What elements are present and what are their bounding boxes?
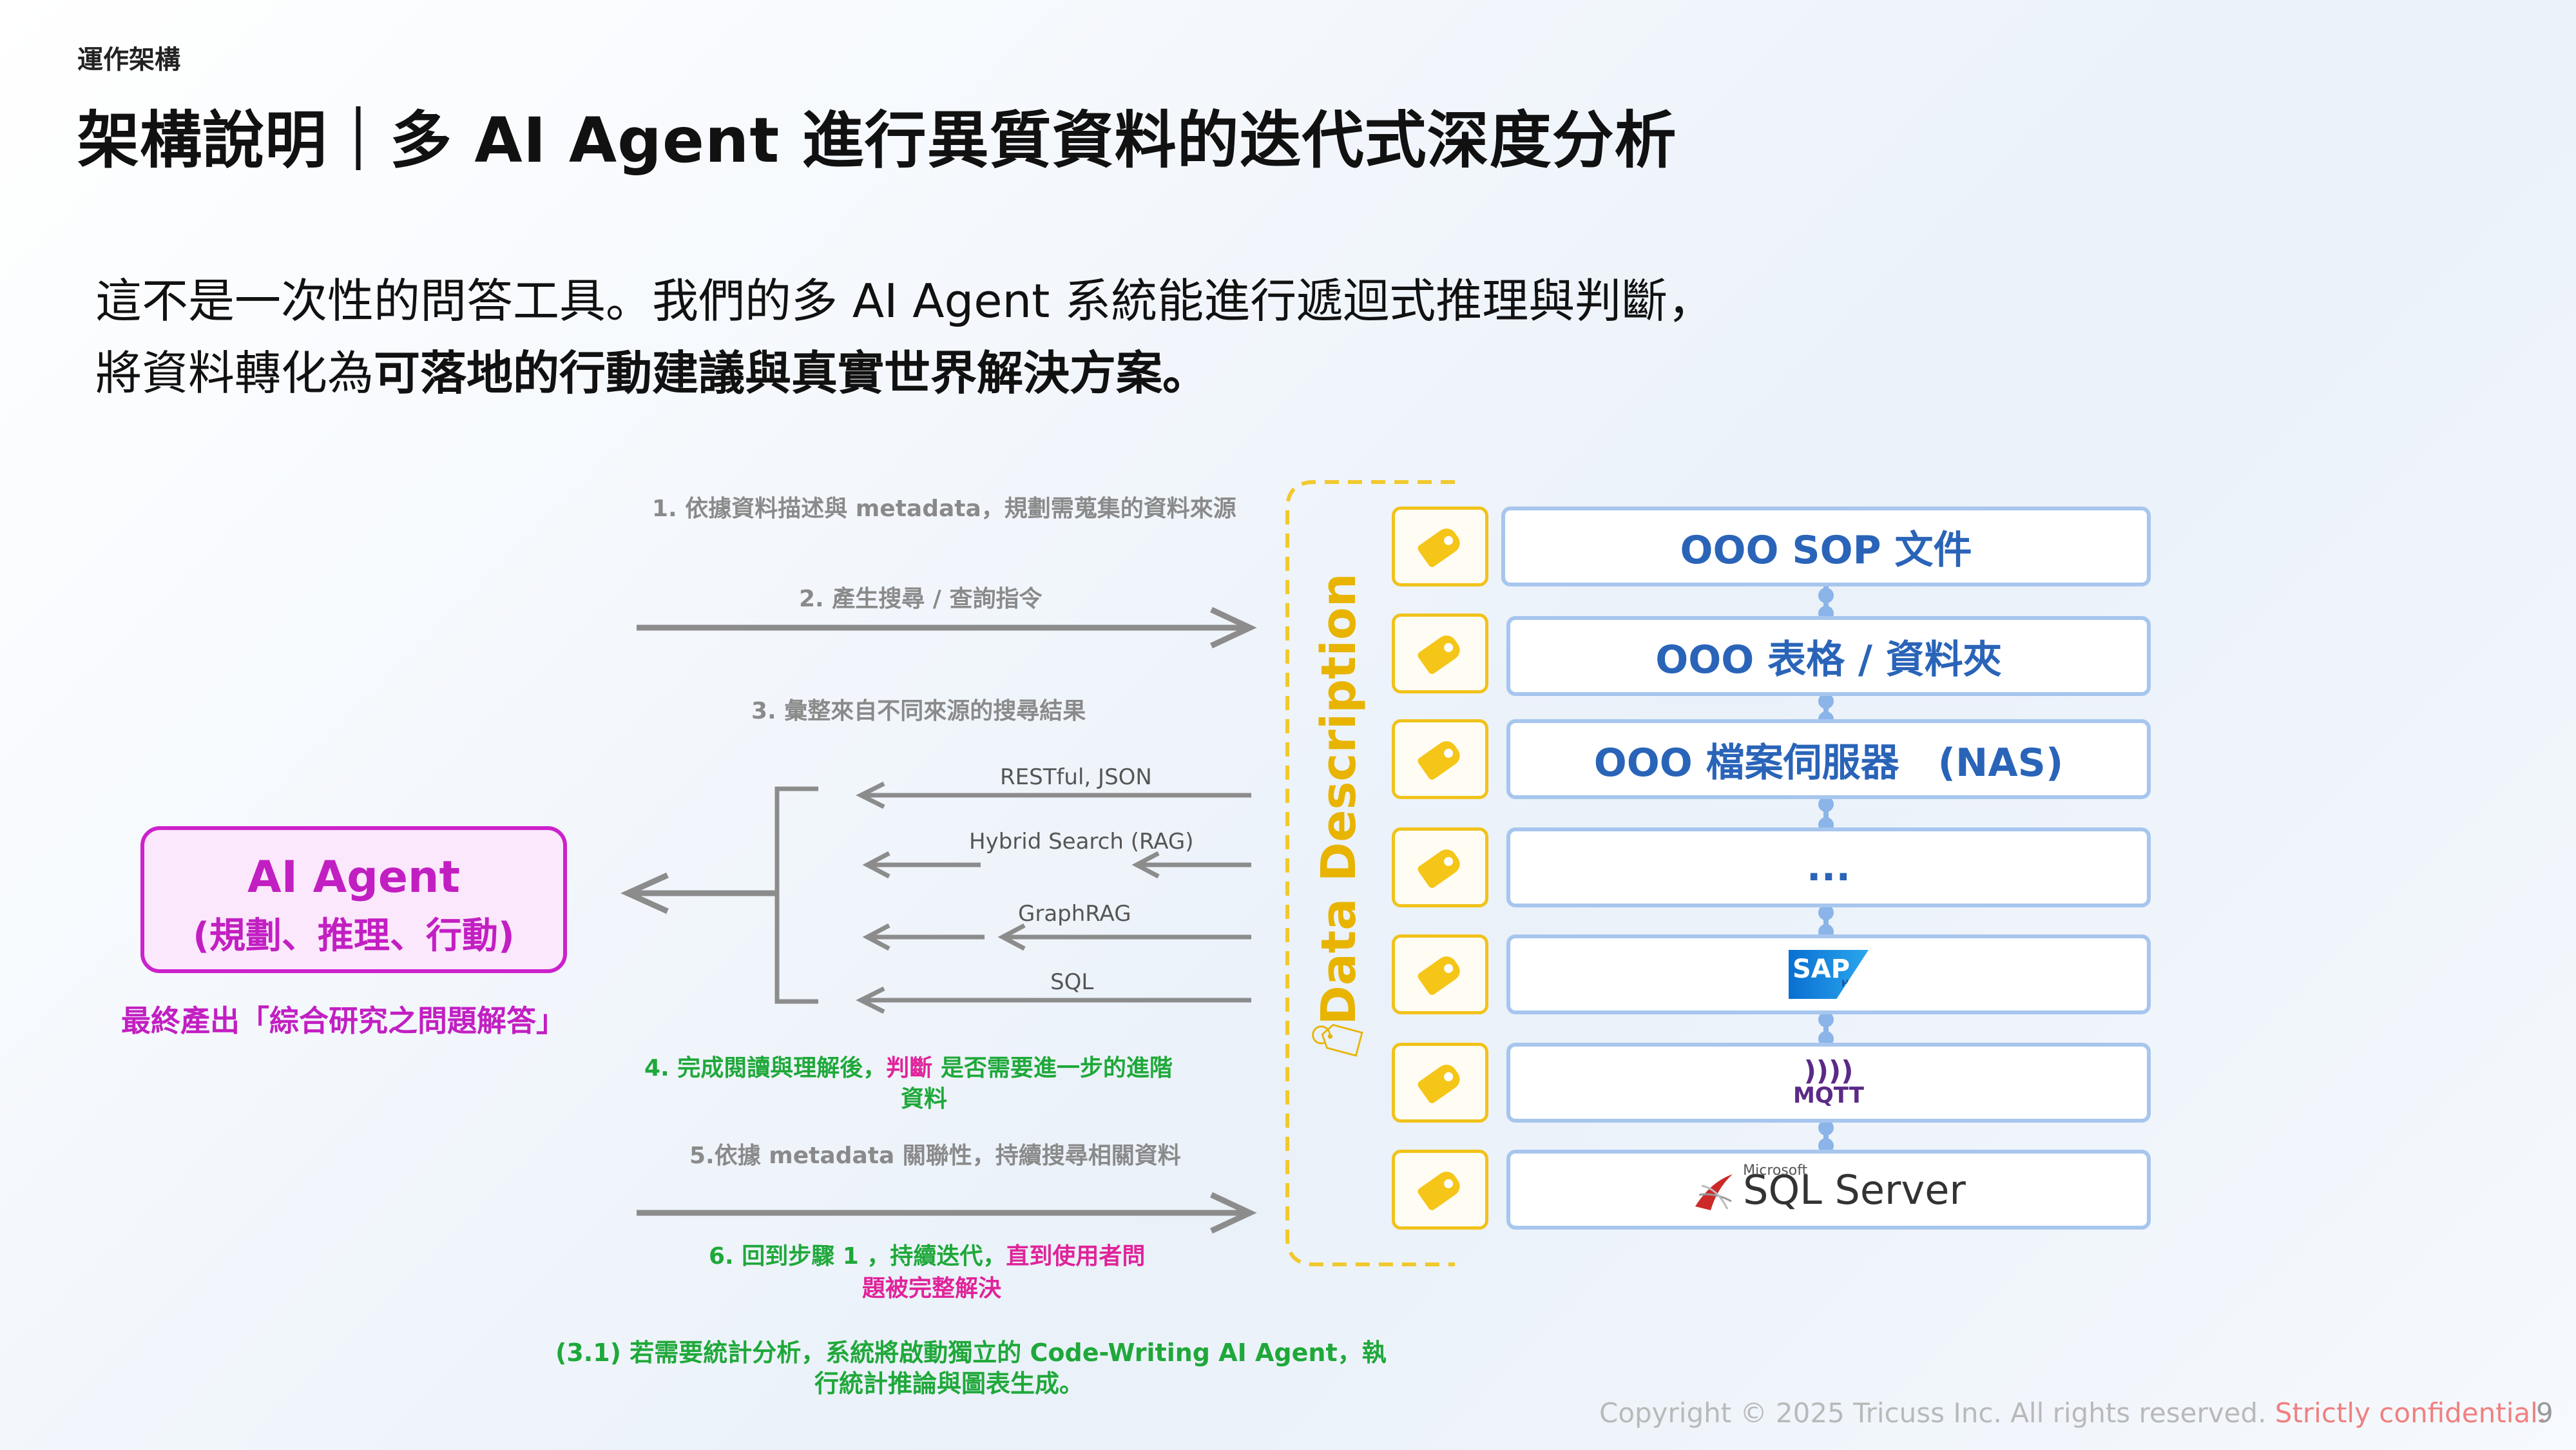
tag-icon bbox=[1416, 952, 1464, 997]
step-6-continued: 題被完整解決 bbox=[862, 1275, 1002, 1302]
arrow-sql-head bbox=[856, 986, 885, 1014]
data-description-bracket bbox=[1285, 480, 1455, 1266]
tag-icon bbox=[1416, 631, 1464, 676]
slide-title: 架構說明｜多 AI Agent 進行異質資料的迭代式深度分析 bbox=[77, 104, 1677, 177]
step-4-part-a: 4. 完成閱讀與理解後， bbox=[644, 1055, 887, 1081]
arrow-graphrag-left-head bbox=[862, 923, 890, 951]
sql-server-logo-text: SQL Server bbox=[1743, 1166, 1966, 1213]
step-4: 4. 完成閱讀與理解後，判斷 是否需要進一步的進階 bbox=[644, 1049, 1173, 1083]
source-sop-documents: OOO SOP 文件 bbox=[1501, 507, 2151, 586]
source-mqtt: )))) MQTT bbox=[1506, 1043, 2151, 1123]
step-6-part-b: 直到使用者問 bbox=[1006, 1243, 1146, 1270]
copyright-text: Copyright © 2025 Tricuss Inc. All rights… bbox=[1599, 1397, 2275, 1429]
tag-icon bbox=[1416, 845, 1464, 890]
arrow-rag-right-head bbox=[1131, 851, 1160, 879]
mqtt-logo-text: MQTT bbox=[1793, 1083, 1864, 1108]
intro-line-1: 這不是一次性的問答工具。我們的多 AI Agent 系統能進行遞迴式推理與判斷， bbox=[95, 274, 1715, 328]
tag-box bbox=[1392, 934, 1488, 1014]
tag-box bbox=[1392, 1043, 1488, 1123]
ai-agent-subtitle: (規劃、推理、行動) bbox=[193, 915, 515, 957]
step-1: 1. 依據資料描述與 metadata，規劃需蒐集的資料來源 bbox=[652, 496, 1236, 522]
page-number: 9 bbox=[2536, 1397, 2553, 1429]
source-sql-server: Microsoft SQL Server bbox=[1506, 1150, 2151, 1230]
source-label: OOO SOP 文件 bbox=[1680, 527, 1972, 573]
method-hybrid-search: Hybrid Search (RAG) bbox=[969, 829, 1194, 855]
section-label: 運作架構 bbox=[77, 45, 180, 75]
tag-box bbox=[1392, 1150, 1488, 1230]
final-output-label: 最終產出「綜合研究之問題解答」 bbox=[121, 1003, 566, 1038]
step-3-1-continued: 行統計推論與圖表生成。 bbox=[814, 1369, 1084, 1398]
tag-box bbox=[1392, 507, 1488, 586]
connector-dot bbox=[1818, 1012, 1834, 1027]
mqtt-logo: )))) MQTT bbox=[1793, 1055, 1864, 1108]
step-3: 3. 彙整來自不同來源的搜尋結果 bbox=[751, 698, 1086, 724]
source-label: OOO 表格 / 資料夾 bbox=[1655, 637, 2002, 682]
connector-dot bbox=[1818, 905, 1834, 920]
tag-icon bbox=[1416, 524, 1464, 569]
step-3-1: (3.1) 若需要統計分析，系統將啟動獨立的 Code-Writing AI A… bbox=[555, 1339, 1387, 1367]
method-sql: SQL bbox=[1050, 969, 1094, 995]
sql-server-logo: Microsoft SQL Server bbox=[1691, 1162, 1966, 1213]
confidential-text: Strictly confidential. bbox=[2274, 1397, 2547, 1429]
step-6: 6. 回到步驟 1 ，持續迭代，直到使用者問 bbox=[709, 1237, 1145, 1271]
method-restful: RESTful, JSON bbox=[1000, 764, 1152, 790]
connector-dot bbox=[1818, 693, 1834, 709]
intro-line-2-plain: 將資料轉化為 bbox=[95, 346, 374, 400]
arrow-restful-head bbox=[856, 781, 885, 809]
step-4-continued: 資料 bbox=[901, 1086, 948, 1112]
connector-dot bbox=[1818, 797, 1834, 812]
arrow-rag-left-head bbox=[862, 851, 890, 879]
tag-icon bbox=[1416, 1060, 1464, 1105]
source-label: ... bbox=[1806, 845, 1851, 890]
arrow-graphrag-right-head bbox=[997, 923, 1026, 951]
connector-dot bbox=[1818, 1120, 1834, 1136]
tag-box bbox=[1392, 719, 1488, 799]
step-6-part-a: 6. 回到步驟 1 ，持續迭代， bbox=[709, 1243, 1006, 1270]
source-nas-file-server: OOO 檔案伺服器 (NAS) bbox=[1506, 719, 2151, 799]
tag-box bbox=[1392, 827, 1488, 907]
ai-agent-box: AI Agent (規劃、推理、行動) bbox=[140, 826, 567, 973]
tag-icon bbox=[1416, 737, 1464, 782]
method-graphrag: GraphRAG bbox=[1018, 901, 1131, 927]
ai-agent-title: AI Agent bbox=[247, 852, 460, 903]
sap-logo-text: SAP bbox=[1793, 954, 1850, 984]
data-description-label: Data Description bbox=[1311, 573, 1367, 1025]
source-label: OOO 檔案伺服器 (NAS) bbox=[1593, 740, 2064, 786]
arrow-to-agent-head bbox=[620, 872, 669, 914]
sql-server-icon bbox=[1695, 1174, 1733, 1210]
source-tables-folders: OOO 表格 / 資料夾 bbox=[1506, 616, 2151, 696]
step-4-judge: 判斷 bbox=[886, 1055, 933, 1081]
hana-logo-text: HANA bbox=[1841, 979, 1871, 989]
step-5: 5.依據 metadata 關聯性，持續搜尋相關資料 bbox=[689, 1143, 1181, 1169]
step-4-part-c: 是否需要進一步的進階 bbox=[932, 1055, 1173, 1081]
arrow-step-2-head bbox=[1210, 606, 1257, 649]
connector-dot bbox=[1818, 588, 1834, 603]
merge-bracket bbox=[774, 786, 818, 1004]
intro-line-2: 將資料轉化為可落地的行動建議與真實世界解決方案。 bbox=[95, 335, 1209, 403]
signal-waves-icon: )))) bbox=[1803, 1055, 1854, 1087]
step-2: 2. 產生搜尋 / 查詢指令 bbox=[799, 586, 1043, 612]
footer-copyright: Copyright © 2025 Tricuss Inc. All rights… bbox=[1599, 1397, 2546, 1429]
arrow-step-6-head bbox=[1210, 1192, 1257, 1234]
intro-line-2-emphasis: 可落地的行動建議與真實世界解決方案。 bbox=[374, 346, 1209, 400]
tag-icon bbox=[1416, 1167, 1464, 1212]
tag-box bbox=[1392, 614, 1488, 693]
source-more: ... bbox=[1506, 827, 2151, 907]
microsoft-logo-text: Microsoft bbox=[1743, 1162, 1808, 1179]
